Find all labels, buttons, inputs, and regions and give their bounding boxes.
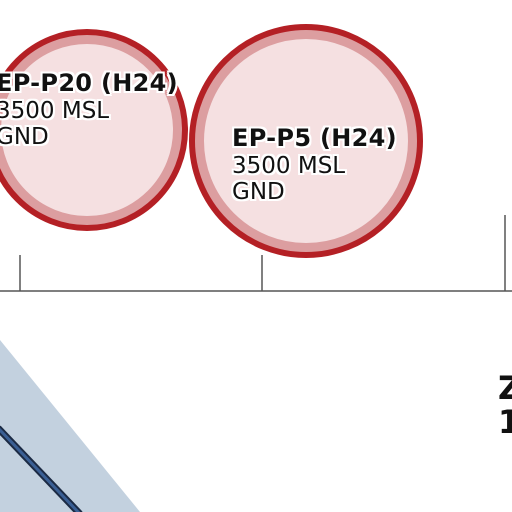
zone-ep-p20-fill <box>0 32 185 228</box>
zone-upper-limit: 3500 MSL <box>0 97 110 124</box>
edge-label-line-1: Z <box>498 369 512 407</box>
zone-ep-p5-fill <box>192 27 420 255</box>
zone-label-ep-p5: EP-P5 (H24) 3500 MSL GND <box>232 124 397 206</box>
scale-bar <box>0 215 512 292</box>
zone-ep-p20-border <box>0 29 188 231</box>
zone-lower-limit: GND <box>232 179 285 206</box>
zone-name: EP-P5 (H24) <box>232 124 397 152</box>
zone-lower-limit: GND <box>0 124 49 151</box>
edge-label: Z 1 <box>498 369 512 441</box>
river-area <box>0 340 140 512</box>
zone-label-ep-p20: EP-P20 (H24) 3500 MSL GND <box>0 69 178 151</box>
zone-ep-p5-band <box>194 29 418 253</box>
edge-label-line-2: 1 <box>498 402 512 441</box>
zone-ep-p5-border <box>189 24 423 258</box>
zone-ep-p5[interactable] <box>189 24 423 258</box>
river-line-inner <box>0 427 81 512</box>
zone-name: EP-P20 (H24) <box>0 69 178 97</box>
zone-upper-limit: 3500 MSL <box>232 152 346 179</box>
zone-ep-p20[interactable] <box>0 29 188 231</box>
zone-ep-p20-band <box>0 34 183 226</box>
